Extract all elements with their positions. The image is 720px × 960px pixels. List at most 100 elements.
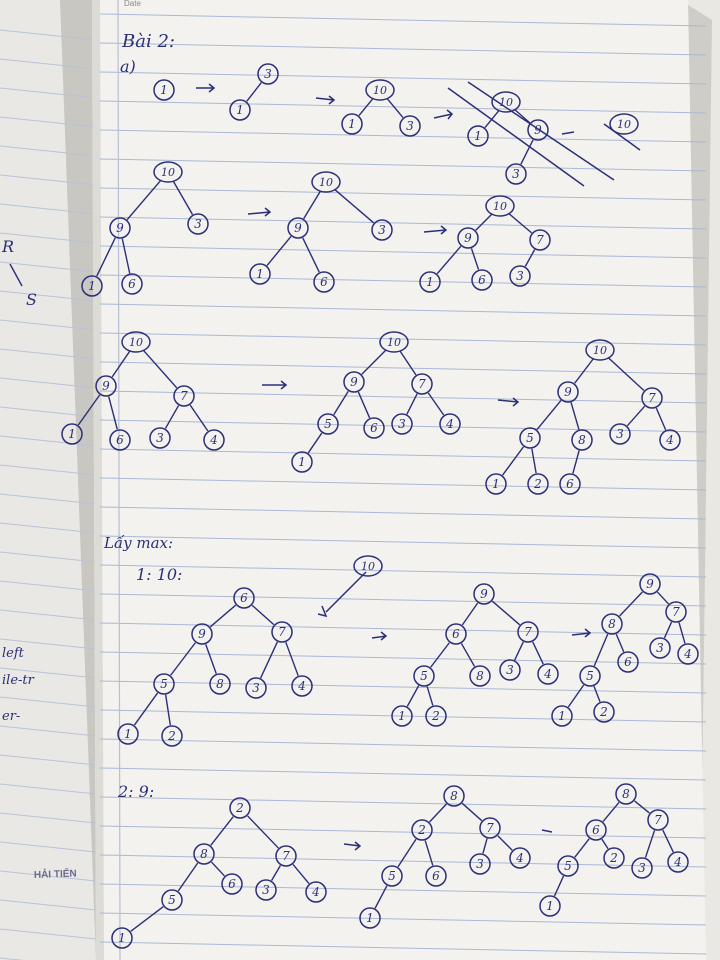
tree-node-circle	[161, 889, 183, 911]
tree-node-circle	[537, 663, 559, 685]
tree-edge	[626, 405, 646, 427]
tree-node-circle	[601, 613, 623, 635]
tree-node-circle	[517, 621, 539, 643]
arrow-8	[497, 397, 520, 407]
tree-node-value: 4	[673, 855, 682, 869]
tree-node-circle	[677, 643, 699, 665]
tree-node-circle	[353, 555, 383, 577]
tree-node-value: 9	[294, 221, 302, 235]
tree-node-value: 2	[417, 823, 426, 837]
tree-node-circle	[121, 273, 143, 295]
tree-node-circle	[485, 473, 507, 495]
tree-edge	[209, 604, 237, 628]
tree-node-circle	[371, 219, 393, 241]
tree-node-value: 1	[160, 83, 168, 97]
tree-edge	[386, 98, 404, 118]
tree-node-value: 4	[543, 667, 552, 681]
tree-node-circle	[399, 115, 421, 137]
tree-node-circle	[121, 331, 151, 353]
tree-node-circle	[425, 705, 447, 727]
tree-edge	[430, 642, 450, 668]
step-2-label: 2: 9:	[117, 782, 154, 801]
tree-node-value: 6	[320, 275, 328, 289]
tree-node-circle	[381, 865, 403, 887]
tree-node-value: 7	[654, 813, 662, 827]
tree-node-circle	[187, 213, 209, 235]
tree-node-circle	[61, 423, 83, 445]
tree-node-circle	[391, 705, 413, 727]
tree-node-value: 1	[474, 129, 482, 143]
tree-node-circle	[647, 809, 669, 831]
tree-node-value: 5	[388, 869, 396, 883]
tree-edge	[461, 802, 483, 822]
tree-edge	[108, 396, 118, 430]
tree-node-value: 3	[378, 223, 386, 237]
arrow-2	[315, 95, 336, 105]
tree-node-circle	[557, 855, 579, 877]
tree-node-value: 1	[366, 911, 374, 925]
tree-node-value: 6	[566, 477, 574, 491]
tree-node-value: 2	[609, 851, 618, 865]
arrow-3	[433, 109, 454, 120]
tree-node-value: 5	[564, 859, 572, 873]
tree-node-value: 8	[200, 847, 208, 861]
tree-edge	[133, 692, 159, 726]
section-b-heading: Lấy max:	[103, 534, 173, 552]
tree-edge	[662, 829, 674, 853]
tree-node-value: 8	[622, 787, 630, 801]
tree-node-circle	[363, 417, 385, 439]
tree-node-circle	[161, 725, 183, 747]
tree-node-value: 9	[102, 379, 110, 393]
tree-edge	[601, 838, 609, 850]
tree-edge	[170, 642, 196, 676]
tree-node-circle	[317, 413, 339, 435]
tree-edge	[593, 633, 609, 667]
tree-node-value: 3	[194, 217, 202, 231]
tree-node-circle	[365, 79, 395, 101]
tree-node-value: 7	[486, 821, 494, 835]
tree-node-value: 7	[180, 389, 188, 403]
tree-node-value: 9	[116, 221, 124, 235]
tree-edge	[427, 392, 445, 416]
tree-node-circle	[445, 623, 467, 645]
tree-edge	[619, 591, 643, 617]
tree-node-circle	[153, 79, 175, 101]
tree-edge	[501, 446, 525, 476]
tree-edge	[205, 644, 217, 674]
tree-node-value: 9	[564, 385, 572, 399]
tree-node-value: 7	[536, 233, 544, 247]
tree-node-value: 6	[228, 877, 236, 891]
tree-node-value: 2	[167, 729, 176, 743]
tree-node-circle	[551, 705, 573, 727]
tree-edge	[572, 450, 580, 474]
tree-node-circle	[379, 331, 409, 353]
tree-node-circle	[527, 473, 549, 495]
tree-node-value: 10	[373, 84, 387, 97]
tree-edge	[475, 213, 493, 231]
tree-node-circle	[457, 227, 479, 249]
tree-edge	[357, 391, 371, 419]
tree-node-value: 8	[608, 617, 616, 631]
tree-node-circle	[255, 879, 277, 901]
tree-node-value: 3	[262, 883, 270, 897]
left-page: R S left ile-tr er-	[0, 0, 104, 960]
tree-edge	[96, 237, 116, 277]
tree-node-circle	[343, 371, 365, 393]
tree-node-value: 3	[406, 119, 414, 133]
tree-node-circle	[559, 473, 581, 495]
right-page-edge	[680, 0, 720, 960]
exercise-heading: Bài 2:	[121, 31, 175, 52]
tree-edge	[247, 815, 279, 849]
tree-node-value: 1	[558, 709, 566, 723]
tree-edge	[461, 602, 479, 626]
tree-edge	[482, 838, 488, 854]
tree-node-value: 3	[156, 431, 164, 445]
tree-edge	[634, 800, 650, 814]
tree-node-circle	[95, 375, 117, 397]
tree-node-value: 9	[350, 375, 358, 389]
tree-edge	[77, 394, 101, 426]
